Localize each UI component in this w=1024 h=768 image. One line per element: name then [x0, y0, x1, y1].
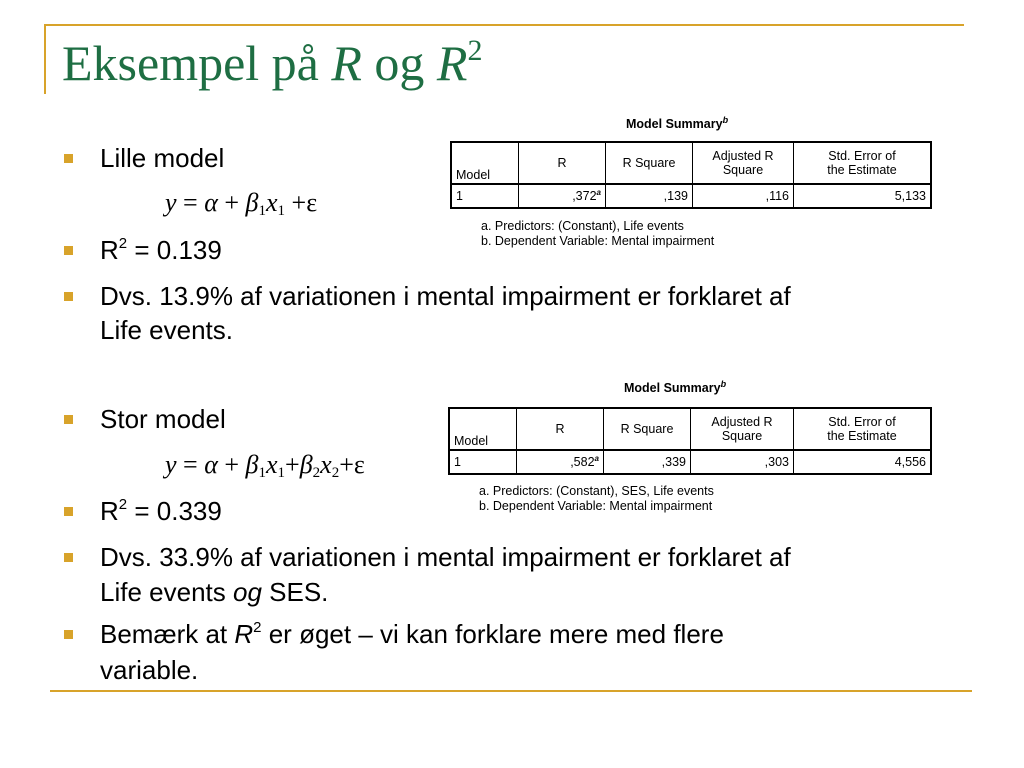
small-model-explanation-1: Dvs. 13.9% af variationen i mental impai…: [100, 281, 791, 311]
small-model-label: Lille model: [100, 143, 225, 173]
table-header-cell: Adjusted R Square: [690, 407, 794, 451]
bullet-marker: [64, 246, 73, 255]
small-model-explanation-2: Life events.: [100, 315, 233, 345]
table-row: 1 ,582a ,339 ,303 4,556: [448, 449, 932, 475]
table-header-cell: Std. Error of the Estimate: [793, 141, 932, 185]
table-cell: ,116: [692, 183, 794, 209]
table-row: 1 ,372a ,139 ,116 5,133: [450, 183, 932, 209]
small-model-equation: y = α + β1x1 +ε: [165, 188, 318, 219]
large-model-explanation-1: Dvs. 33.9% af variationen i mental impai…: [100, 542, 791, 572]
bullet-marker: [64, 292, 73, 301]
bullet-marker: [64, 154, 73, 163]
table-cell: 1: [448, 449, 517, 475]
bullet-marker: [64, 630, 73, 639]
table-header-cell: R: [516, 407, 604, 451]
table1-model-summary: Model R R Square Adjusted R Square Std. …: [450, 141, 932, 209]
table1-footnote-b: b. Dependent Variable: Mental impairment: [481, 234, 715, 248]
note-line-1: Bemærk at R2 er øget – vi kan forklare m…: [100, 619, 724, 649]
large-model-equation: y = α + β1x1+β2x2+ε: [165, 450, 365, 481]
table2-title: Model Summaryb: [624, 379, 727, 396]
table-header-cell: R Square: [605, 141, 693, 185]
table-cell: ,139: [605, 183, 693, 209]
bullet-marker: [64, 415, 73, 424]
table-cell: ,582a: [516, 449, 604, 475]
bullet-marker: [64, 507, 73, 516]
table-cell: ,339: [603, 449, 691, 475]
frame-left-rule: [44, 24, 46, 94]
table-header-cell: R: [518, 141, 606, 185]
table-cell: 5,133: [793, 183, 932, 209]
table-header-cell: Model: [448, 407, 517, 451]
table2-footnote-b: b. Dependent Variable: Mental impairment: [479, 499, 713, 513]
table-header-row: Model R R Square Adjusted R Square Std. …: [450, 141, 932, 185]
large-model-label: Stor model: [100, 404, 226, 434]
note-line-2: variable.: [100, 655, 199, 685]
table1-title: Model Summaryb: [626, 115, 729, 132]
table-header-row: Model R R Square Adjusted R Square Std. …: [448, 407, 932, 451]
table-header-cell: Adjusted R Square: [692, 141, 794, 185]
frame-top-rule: [44, 24, 964, 26]
table1-footnote-a: a. Predictors: (Constant), Life events: [481, 219, 684, 233]
slide-title: Eksempel på R og R2: [62, 34, 483, 91]
table-cell: ,303: [690, 449, 794, 475]
frame-bottom-rule: [50, 690, 972, 692]
table-header-cell: Model: [450, 141, 519, 185]
table2-footnote-a: a. Predictors: (Constant), SES, Life eve…: [479, 484, 714, 498]
small-model-r2: R2 = 0.139: [100, 235, 222, 265]
bullet-marker: [64, 553, 73, 562]
table-cell: ,372a: [518, 183, 606, 209]
large-model-explanation-2: Life events og SES.: [100, 577, 329, 607]
table-header-cell: R Square: [603, 407, 691, 451]
large-model-r2: R2 = 0.339: [100, 496, 222, 526]
table2-model-summary: Model R R Square Adjusted R Square Std. …: [448, 407, 932, 475]
table-header-cell: Std. Error of the Estimate: [793, 407, 932, 451]
table-cell: 4,556: [793, 449, 932, 475]
table-cell: 1: [450, 183, 519, 209]
